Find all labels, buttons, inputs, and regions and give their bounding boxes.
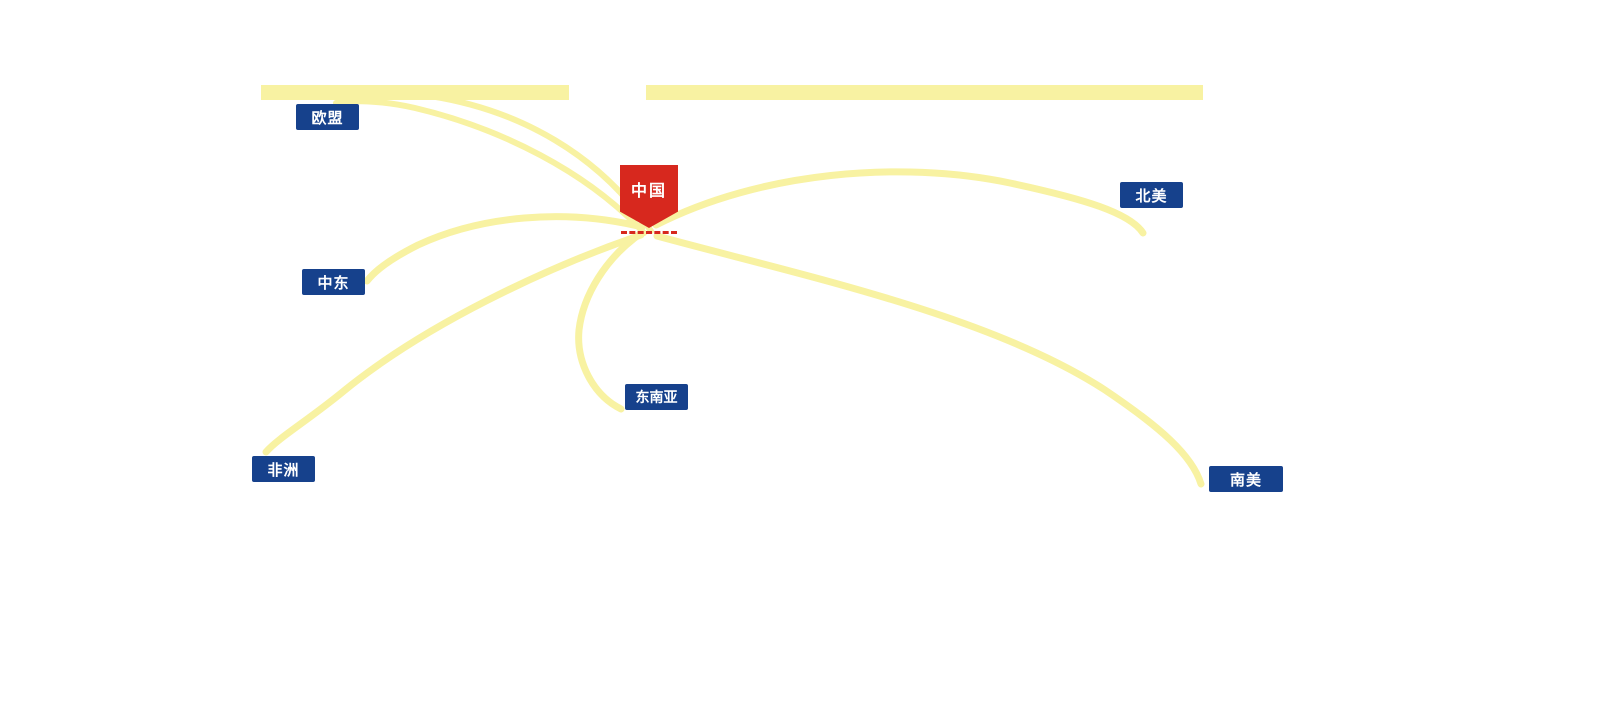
route-china-south-america bbox=[653, 232, 1205, 488]
route-china-eu-2 bbox=[333, 98, 647, 236]
route-china-eu-1 bbox=[329, 88, 654, 234]
route-china-north-america bbox=[652, 168, 1147, 237]
top-band-right bbox=[646, 85, 1203, 100]
region-badge-south-america-label: 南美 bbox=[1229, 471, 1262, 489]
route-china-southeast-asia bbox=[575, 230, 644, 413]
region-badge-north-america[interactable]: 北美 bbox=[1120, 182, 1183, 208]
region-badge-south-america[interactable]: 南美 bbox=[1209, 466, 1283, 492]
china-marker-label: 中国 bbox=[630, 182, 667, 200]
region-badge-middle-east[interactable]: 中东 bbox=[302, 269, 365, 295]
route-china-middle-east bbox=[363, 213, 646, 285]
route-china-africa bbox=[262, 231, 645, 456]
region-badge-africa-label: 非洲 bbox=[267, 461, 300, 479]
region-badge-southeast-asia-label: 东南亚 bbox=[635, 389, 678, 405]
region-badge-eu-label: 欧盟 bbox=[311, 109, 344, 127]
region-badge-middle-east-label: 中东 bbox=[317, 274, 350, 292]
region-badge-southeast-asia[interactable]: 东南亚 bbox=[625, 384, 688, 410]
region-badge-africa[interactable]: 非洲 bbox=[252, 456, 315, 482]
china-pin-base-dashes bbox=[621, 231, 677, 234]
region-badge-north-america-label: 北美 bbox=[1135, 187, 1168, 205]
region-badge-eu[interactable]: 欧盟 bbox=[296, 104, 359, 130]
